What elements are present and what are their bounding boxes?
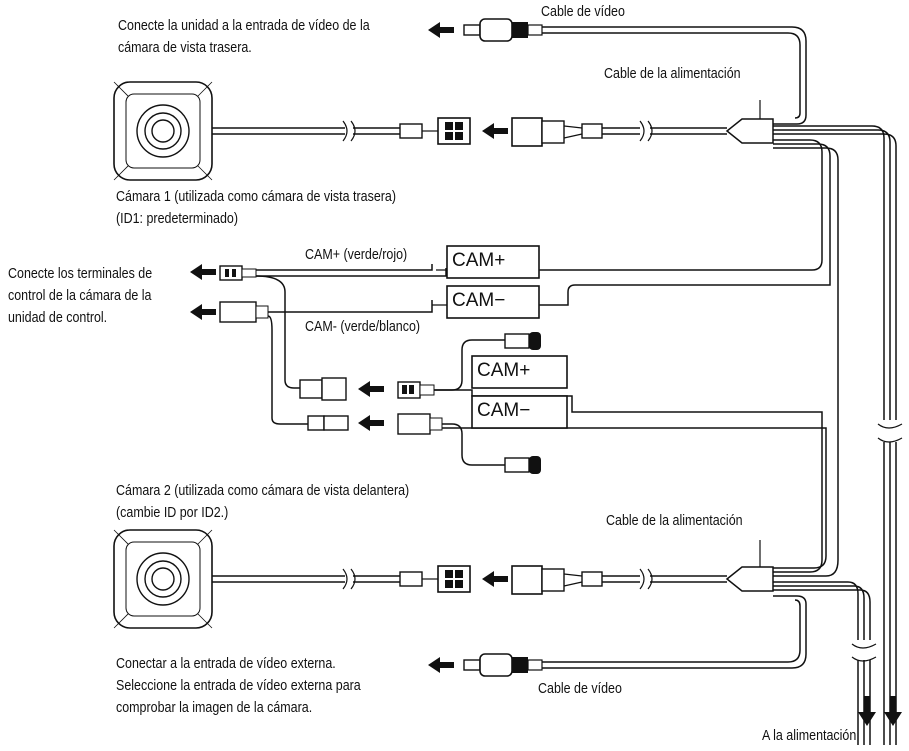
camera-2 <box>113 529 213 629</box>
camera-1 <box>113 81 213 181</box>
cam-boxes <box>446 245 568 429</box>
cam-plus-box-1: CAM+ <box>452 250 506 271</box>
camera-2-power-connector <box>212 395 877 745</box>
video-input-rear-label: Conecte la unidad a la entrada de vídeo … <box>118 18 370 56</box>
arrow-down-icon <box>858 696 876 726</box>
arrow-icon <box>358 415 384 431</box>
arrow-icon <box>428 657 454 673</box>
cam-minus-box-1: CAM− <box>452 290 506 311</box>
cam-minus-box-2: CAM− <box>477 400 531 421</box>
arrow-icon <box>190 304 216 320</box>
arrow-icon <box>190 264 216 280</box>
arrow-icon <box>428 22 454 38</box>
arrow-icon <box>482 571 508 587</box>
camera-1-label: Cámara 1 (utilizada como cámara de vista… <box>116 189 396 227</box>
external-video-label: Conectar a la entrada de vídeo externa. … <box>116 656 361 716</box>
power-cable-bottom-label: Cable de la alimentación <box>606 513 743 529</box>
video-cable-bottom <box>428 595 807 677</box>
camera-1-cable <box>212 117 471 145</box>
power-arrows <box>858 696 902 726</box>
cam-minus-wire-label: CAM- (verde/blanco) <box>305 319 421 335</box>
video-cable-top <box>428 18 807 125</box>
power-cable-top-label: Cable de la alimentación <box>604 66 741 82</box>
arrow-down-icon <box>884 696 902 726</box>
control-terminals-label: Conecte los terminales de control de la … <box>8 266 153 326</box>
arrow-icon <box>482 123 508 139</box>
cam-plus-box-2: CAM+ <box>477 360 531 381</box>
camera-2-label: Cámara 2 (utilizada como cámara de vista… <box>116 483 410 521</box>
arrow-icon <box>358 381 384 397</box>
camera-1-power-connector <box>511 100 774 147</box>
control-terminals <box>190 264 540 425</box>
trunk-cables <box>540 125 903 745</box>
mid-connectors <box>299 332 541 474</box>
cam-plus-wire-label: CAM+ (verde/rojo) <box>305 247 408 263</box>
video-cable-bottom-label: Cable de vídeo <box>538 681 622 697</box>
to-power-label: A la alimentación <box>762 728 857 744</box>
video-cable-top-label: Cable de vídeo <box>541 4 625 20</box>
